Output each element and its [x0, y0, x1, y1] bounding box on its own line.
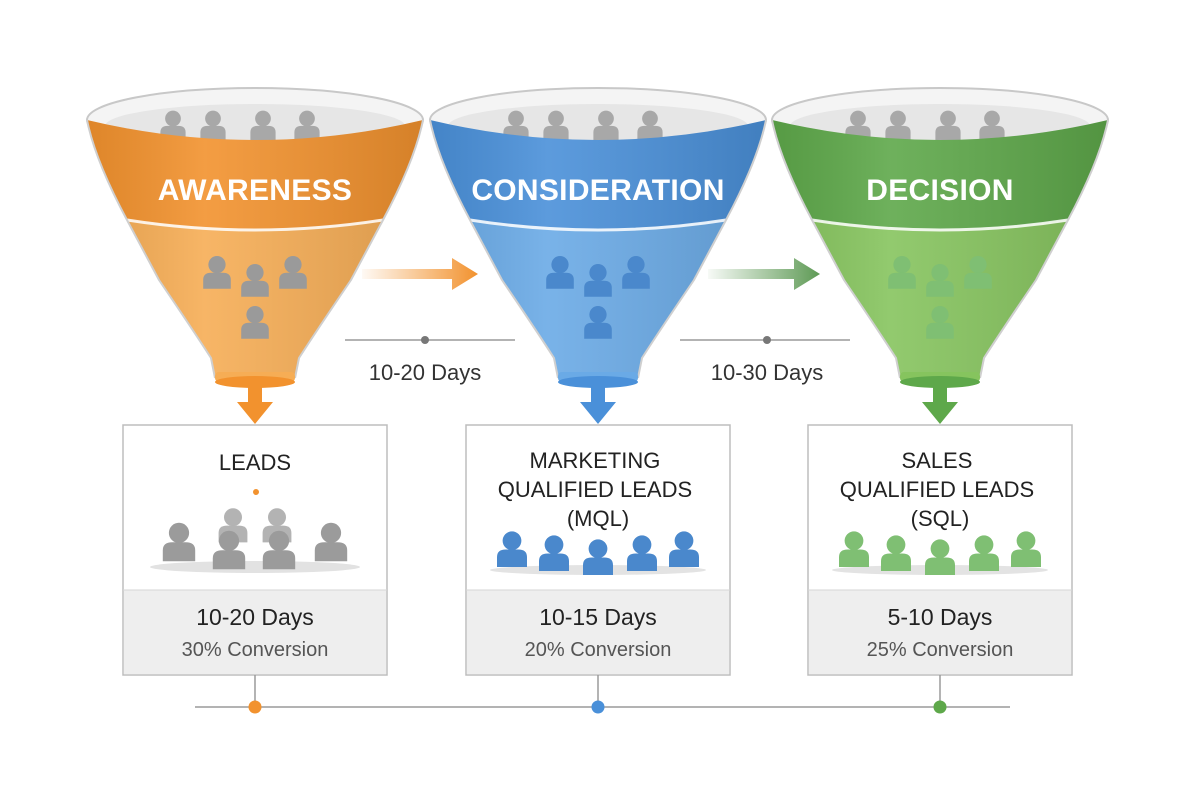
card-title-line: LEADS: [219, 450, 291, 475]
accent-dot: [253, 489, 259, 495]
card-title-line: MARKETING: [530, 448, 661, 473]
transition-timeline-2: [680, 336, 850, 344]
card-title-leads: LEADS: [219, 450, 291, 475]
transition-timeline-1: [345, 336, 515, 344]
funnel-awareness: [86, 87, 424, 424]
timeline-dot: [591, 700, 605, 714]
funnel-shading: [430, 120, 766, 383]
funnel-title-decision: DECISION: [866, 174, 1013, 207]
card-days-leads: 10-20 Days: [196, 604, 314, 630]
people-group: [490, 531, 706, 575]
card-conversion-leads: 30% Conversion: [182, 639, 329, 661]
bottom-timeline: [195, 675, 1010, 714]
funnel-shading: [772, 120, 1108, 383]
transition-label-2: 10-30 Days: [711, 360, 824, 385]
card-title-line: QUALIFIED LEADS: [840, 477, 1034, 502]
people-shadow: [150, 561, 360, 573]
timeline-dot: [933, 700, 947, 714]
funnel-divider: [469, 218, 727, 232]
funnel-outline: [771, 119, 1109, 379]
down-arrow-icon: [580, 384, 616, 424]
card-title-line: (MQL): [567, 506, 629, 531]
card-title-line: SALES: [901, 448, 972, 473]
funnel-spout-rim: [215, 376, 295, 388]
card-days-sql: 5-10 Days: [888, 604, 993, 630]
card-footer: [809, 590, 1071, 674]
funnel-divider: [811, 218, 1069, 232]
card-footer: [467, 590, 729, 674]
funnel-title-awareness: AWARENESS: [158, 174, 352, 207]
funnel-outline: [86, 119, 424, 379]
card-title-mql: MARKETING QUALIFIED LEADS (MQL): [498, 448, 699, 531]
funnel-title-consideration: CONSIDERATION: [471, 174, 724, 207]
funnel-outline: [429, 119, 767, 379]
stage-card-sql: [807, 424, 1073, 676]
people-group: [832, 531, 1048, 575]
down-arrow-icon: [922, 384, 958, 424]
right-arrow-icon: [362, 258, 478, 290]
down-arrow-icon: [237, 384, 273, 424]
timeline-dot: [248, 700, 262, 714]
card-conversion-sql: 25% Conversion: [867, 639, 1014, 661]
transition-arrow-1: [362, 258, 478, 290]
card-title-line: (SQL): [911, 506, 970, 531]
card-footer: [124, 590, 386, 674]
stage-card-leads: [122, 424, 388, 676]
funnel-decision: [771, 87, 1109, 424]
funnel-consideration: [429, 87, 767, 424]
card-days-mql: 10-15 Days: [539, 604, 657, 630]
funnel-divider: [126, 218, 384, 232]
card-title-line: QUALIFIED LEADS: [498, 477, 692, 502]
funnel-shading: [87, 120, 423, 383]
people-group: [150, 508, 360, 573]
card-title-sql: SALES QUALIFIED LEADS (SQL): [840, 448, 1041, 531]
stage-card-mql: [465, 424, 731, 676]
transition-arrow-2: [708, 258, 820, 290]
funnel-spout-rim: [900, 376, 980, 388]
right-arrow-icon: [708, 258, 820, 290]
transition-label-1: 10-20 Days: [369, 360, 482, 385]
funnel-spout-rim: [558, 376, 638, 388]
card-conversion-mql: 20% Conversion: [525, 639, 672, 661]
